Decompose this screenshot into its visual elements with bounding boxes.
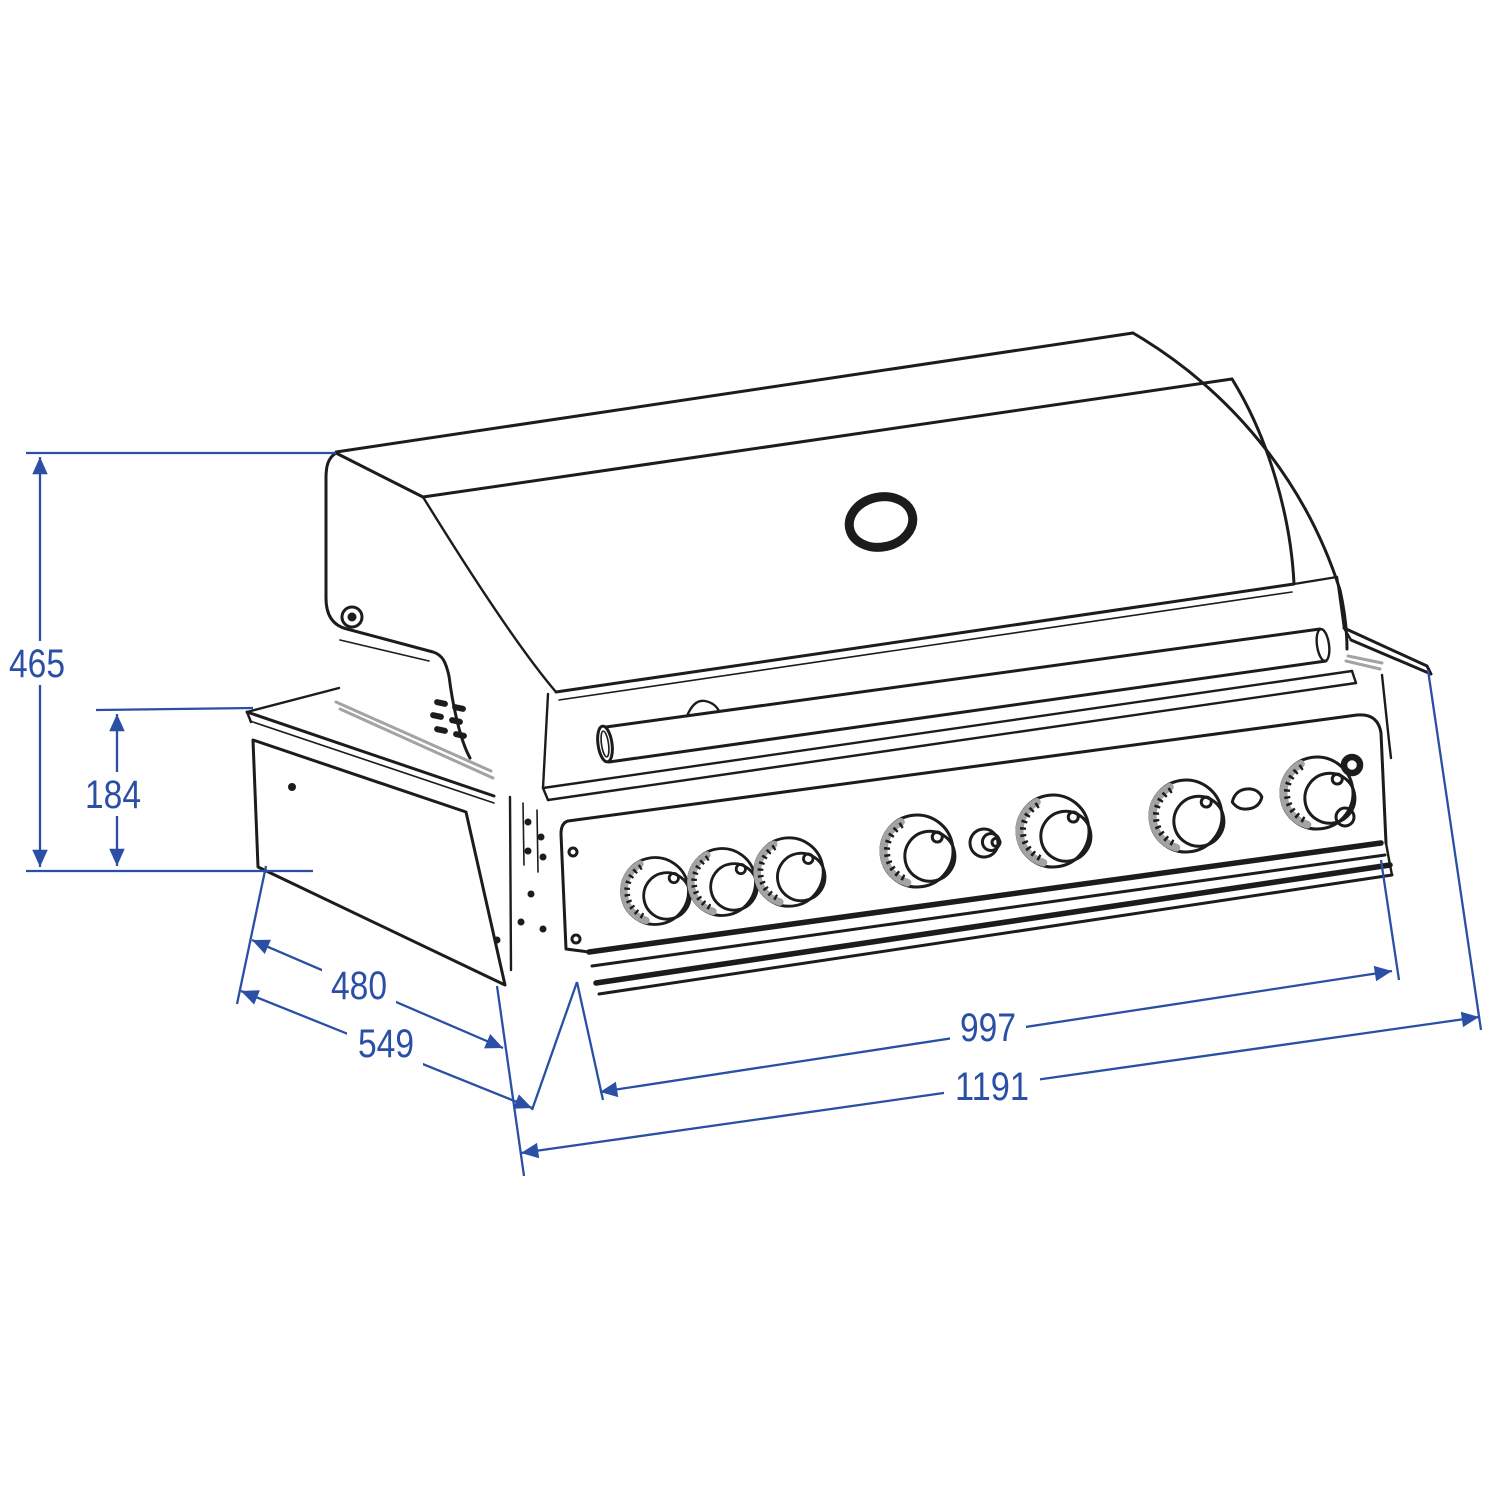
dimension-label-total-width: 1191 <box>955 1065 1029 1109</box>
dimension-total-depth: 549 <box>240 981 579 1111</box>
hood-thermometer-icon <box>844 492 918 552</box>
burner-knob-1 <box>617 853 694 929</box>
burner-knob-6 <box>1145 775 1227 856</box>
gas-port-cutout <box>1230 787 1264 811</box>
dimension-label-cutout-width: 997 <box>960 1006 1016 1050</box>
burner-knob-3 <box>750 833 828 910</box>
control-panel <box>559 713 1394 996</box>
burner-knob-2 <box>684 844 761 920</box>
panel-lamp-ring <box>1340 753 1364 777</box>
grill-hood <box>324 331 1349 760</box>
igniter-button <box>968 827 1002 859</box>
burner-knob-4 <box>876 810 958 891</box>
dimension-total-width: 1191 <box>520 669 1483 1159</box>
dimension-label-total-depth: 549 <box>358 1022 414 1066</box>
warming-rail-tube <box>596 627 1331 764</box>
left-mounting-flange <box>245 686 496 804</box>
dimension-height-total: 465 <box>8 451 336 873</box>
burner-knob-5 <box>1012 790 1094 871</box>
dimension-label-cutout-height: 184 <box>85 773 141 817</box>
front-shelf <box>541 669 1358 802</box>
right-mounting-flange <box>1342 626 1433 760</box>
dimension-label-height-total: 465 <box>9 642 65 686</box>
hood-hinge-bolt <box>340 605 364 629</box>
lid-latch <box>685 699 721 718</box>
mounting-bracket <box>508 692 550 972</box>
dimension-label-cutout-depth: 480 <box>331 964 387 1008</box>
dimension-cutout-height: 184 <box>84 706 254 866</box>
hood-vent-slots <box>430 699 467 739</box>
panel-hole <box>1334 806 1356 828</box>
cutout-drawer-box <box>251 738 507 987</box>
